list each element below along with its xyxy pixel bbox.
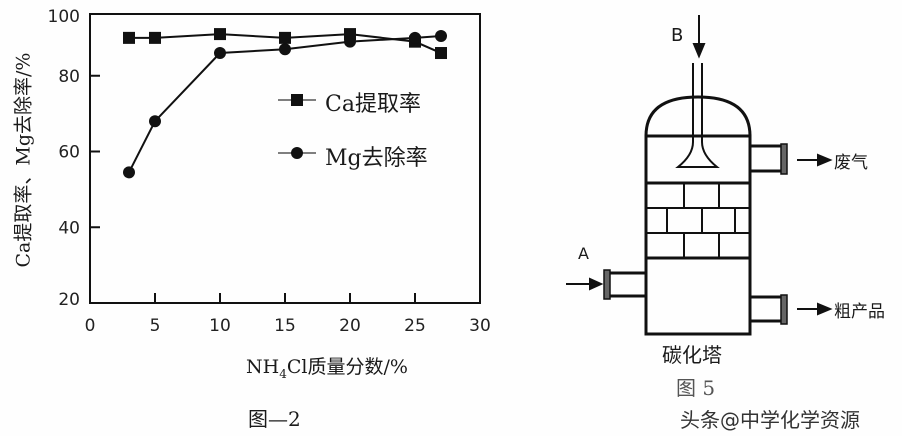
y-tick-label: 20 [58,290,80,310]
x-label-post: Cl质量分数/% [286,356,408,378]
arrow-product-icon [817,302,833,316]
data-point-ca [123,31,135,44]
y-tick-label: 100 [48,7,80,27]
data-point-mg [409,31,421,44]
data-point-ca [435,47,447,60]
x-tick-label: 25 [404,316,426,336]
x-tick-label: 30 [469,316,491,336]
x-tick-label: 5 [150,316,161,336]
label-b: B [671,25,684,46]
chart-caption: 图—2 [248,407,301,431]
data-point-mg [435,29,447,42]
x-tick-label: 20 [339,316,361,336]
y-tick-label: 80 [58,67,80,87]
legend-label-mg: Mg去除率 [325,146,428,171]
outlet-product-pipe [750,295,782,323]
y-tick-label: 60 [58,143,80,163]
data-point-ca [214,28,226,41]
inlet-pipe-b [692,63,703,142]
inlet-pipe-a [608,271,646,298]
arrow-gas-icon [817,153,833,167]
data-point-ca [279,31,291,44]
legend-circle-icon [291,147,303,159]
outlet-gas-pipe [750,144,782,173]
data-point-ca [149,31,161,44]
legend-square-icon [291,94,303,106]
data-point-mg [344,35,356,48]
x-label-pre: NH [246,356,280,378]
vessel-dome [644,95,752,137]
y-tick-label: 40 [58,218,80,238]
x-tick-label: 10 [209,316,231,336]
x-label-sub: 4 [279,366,287,381]
diagram-caption: 图 5 [676,376,716,400]
spray-nozzle [675,141,720,168]
x-tick-label: 15 [274,316,296,336]
label-tower: 碳化塔 [662,343,722,367]
arrow-a-icon [589,277,604,291]
data-point-mg [279,43,291,56]
arrow-b-icon [692,43,706,59]
flange [780,294,788,325]
label-crude-product: 粗产品 [834,302,885,322]
legend-label-ca: Ca提取率 [325,92,421,117]
data-point-mg [123,166,135,179]
data-point-mg [149,115,161,128]
vessel-body [644,134,752,336]
x-axis-label: NH4Cl质量分数/% [246,352,408,381]
label-waste-gas: 废气 [834,153,868,173]
packing-bricks [646,183,750,258]
flange [780,143,788,175]
data-point-mg [214,47,226,60]
x-tick-label: 0 [85,316,96,336]
flange [603,269,611,300]
watermark: 头条@中学化学资源 [680,408,860,432]
label-a: A [578,244,589,263]
